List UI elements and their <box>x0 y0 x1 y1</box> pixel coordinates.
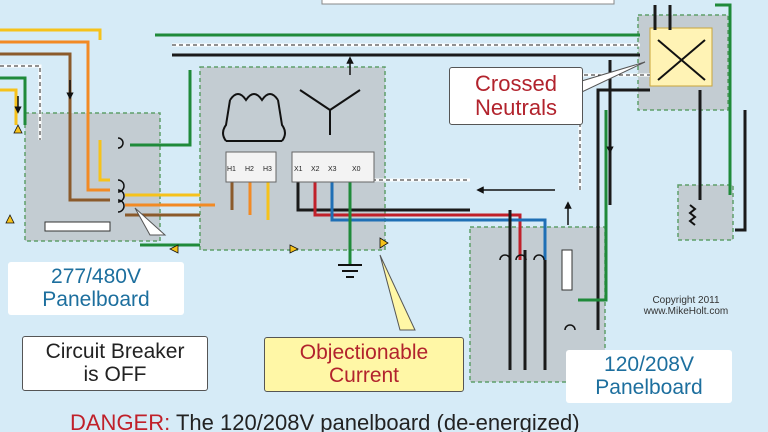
load-enclosure <box>677 184 734 241</box>
objectionable-line-2: Current <box>328 363 400 387</box>
panelboard-120-line-2: Panelboard <box>595 375 703 399</box>
terminal-h2: H2 <box>245 166 254 173</box>
feeder-conductors <box>0 28 102 140</box>
panelboard-277-480-enclosure <box>24 112 161 242</box>
breaker-277 <box>117 137 125 213</box>
danger-word: DANGER: <box>70 410 171 432</box>
crossed-neutral-lines <box>657 39 706 81</box>
primary-feeder <box>125 70 215 247</box>
panelboard-277-line-1: 277/480V <box>51 265 141 288</box>
panelboard-120-line-1: 120/208V <box>604 353 694 376</box>
primary-terminal-block <box>225 151 277 183</box>
neutral-bar-120 <box>561 249 573 291</box>
ground-symbol <box>338 264 362 278</box>
transformer-secondary-winding <box>299 89 361 135</box>
breaker-120 <box>499 254 576 331</box>
terminal-x0: X0 <box>352 166 361 173</box>
objectionable-line-1: Objectionable <box>299 341 429 364</box>
neutral-bar-277 <box>44 221 111 232</box>
secondary-terminal-block <box>291 151 375 183</box>
panel-120-bus <box>508 210 547 370</box>
danger-text: The 120/208V panelboard (de-energized) <box>175 410 580 432</box>
objectionable-current-arrows <box>5 124 389 254</box>
terminal-x2: X2 <box>311 166 320 173</box>
secondary-terminal-labels: X1 X2 X3 X0 <box>294 166 361 173</box>
panel-277-bus <box>68 140 110 202</box>
panelboard-277-line-2: Panelboard <box>42 287 150 311</box>
crossed-neutrals-line-2: Neutrals <box>475 94 557 120</box>
transformer-primary-winding <box>222 93 286 142</box>
branch-conductors <box>155 3 747 330</box>
feeder-arrows <box>14 80 74 114</box>
circuit-breaker-line-2: is OFF <box>83 362 147 386</box>
circuit-breaker-line-1: Circuit Breaker <box>45 340 185 363</box>
terminal-x3: X3 <box>328 166 337 173</box>
copyright-line-1: Copyright 2011 <box>652 295 720 306</box>
primary-terminal-labels: H1 H2 H3 <box>227 166 272 173</box>
top-fixture <box>321 0 615 5</box>
panelboard-120-label: 120/208V Panelboard <box>566 350 732 404</box>
panelboard-277-label: 277/480V Panelboard <box>8 262 184 316</box>
danger-caption: DANGER: The 120/208V panelboard (de-ener… <box>70 410 768 432</box>
flow-arrows <box>346 56 614 225</box>
terminal-x1: X1 <box>294 166 303 173</box>
copyright-label: Copyright 2011 www.MikeHolt.com <box>616 295 756 318</box>
objectionable-current-label: Objectionable Current <box>264 337 464 393</box>
circuit-breaker-label: Circuit Breaker is OFF <box>22 336 208 392</box>
copyright-line-2: www.MikeHolt.com <box>643 305 729 317</box>
crossed-neutrals-label: Crossed Neutrals <box>449 67 583 125</box>
crossed-neutrals-line-1: Crossed <box>475 71 557 96</box>
terminal-h3: H3 <box>263 166 272 173</box>
callout-pointers <box>134 61 646 331</box>
terminal-h1: H1 <box>227 166 236 173</box>
load-resistor-symbol <box>688 204 697 226</box>
